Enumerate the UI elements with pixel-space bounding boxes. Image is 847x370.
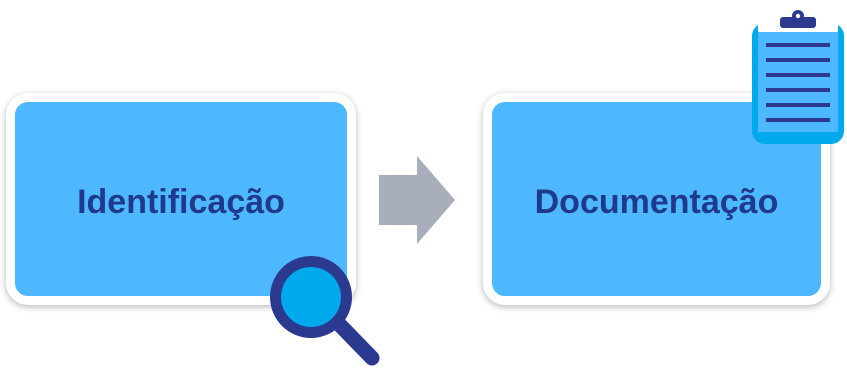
clipboard-icon <box>752 10 844 144</box>
step-documentacao-box: Documentação <box>483 93 830 305</box>
step-documentacao-label: Documentação <box>534 182 779 221</box>
arrow-right-icon <box>379 156 455 244</box>
step-identificacao-label: Identificação <box>77 182 285 221</box>
step-identificacao-box: Identificação <box>6 93 356 305</box>
magnifier-icon <box>270 256 380 366</box>
